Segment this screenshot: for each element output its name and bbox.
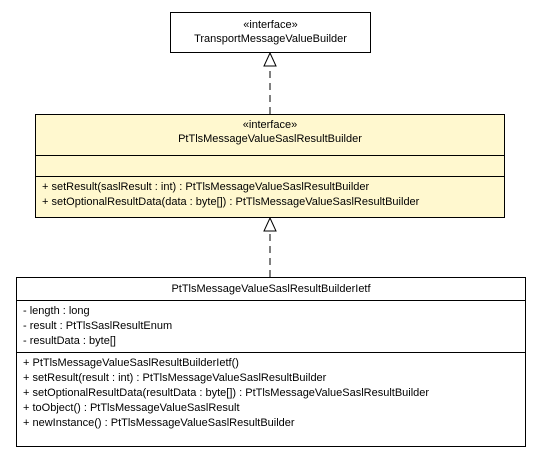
realization-arrow-middle-to-top bbox=[263, 51, 277, 114]
operation-item: + setResult(saslResult : int) : PtTlsMes… bbox=[42, 181, 370, 193]
interface-name: PtTlsMessageValueSaslResultBuilder bbox=[178, 133, 362, 145]
attributes-compartment: - length : long - result : PtTlsSaslResu… bbox=[17, 300, 525, 352]
operation-item: + newInstance() : PtTlsMessageValueSaslR… bbox=[23, 417, 295, 429]
stereotype-label: «interface» bbox=[242, 119, 298, 131]
operation-item: + setOptionalResultData(data : byte[]) :… bbox=[42, 196, 420, 208]
operations-compartment: + setResult(saslResult : int) : PtTlsMes… bbox=[36, 176, 504, 212]
operation-item: + setOptionalResultData(resultData : byt… bbox=[23, 387, 430, 399]
operations-compartment: + PtTlsMessageValueSaslResultBuilderIetf… bbox=[17, 352, 525, 433]
interface-name: TransportMessageValueBuilder bbox=[194, 33, 347, 45]
operation-item: + setResult(result : int) : PtTlsMessage… bbox=[23, 372, 327, 384]
class-pt-tls-message-value-sasl-result-builder-ietf[interactable]: PtTlsMessageValueSaslResultBuilderIetf -… bbox=[16, 277, 526, 447]
attributes-compartment bbox=[36, 155, 504, 176]
operation-item: + PtTlsMessageValueSaslResultBuilderIetf… bbox=[23, 357, 239, 369]
attribute-item: - resultData : byte[] bbox=[23, 335, 116, 347]
attribute-item: - result : PtTlsSaslResultEnum bbox=[23, 320, 173, 332]
operation-item: + toObject() : PtTlsMessageValueSaslResu… bbox=[23, 402, 240, 414]
attribute-item: - length : long bbox=[23, 305, 90, 317]
interface-transport-message-value-builder[interactable]: «interface» TransportMessageValueBuilder bbox=[170, 12, 371, 53]
interface-pt-tls-message-value-sasl-result-builder[interactable]: «interface» PtTlsMessageValueSaslResultB… bbox=[35, 114, 505, 218]
realization-arrow-class-to-middle bbox=[263, 216, 277, 277]
class-name: PtTlsMessageValueSaslResultBuilderIetf bbox=[171, 283, 371, 295]
stereotype-label: «interface» bbox=[243, 19, 298, 31]
